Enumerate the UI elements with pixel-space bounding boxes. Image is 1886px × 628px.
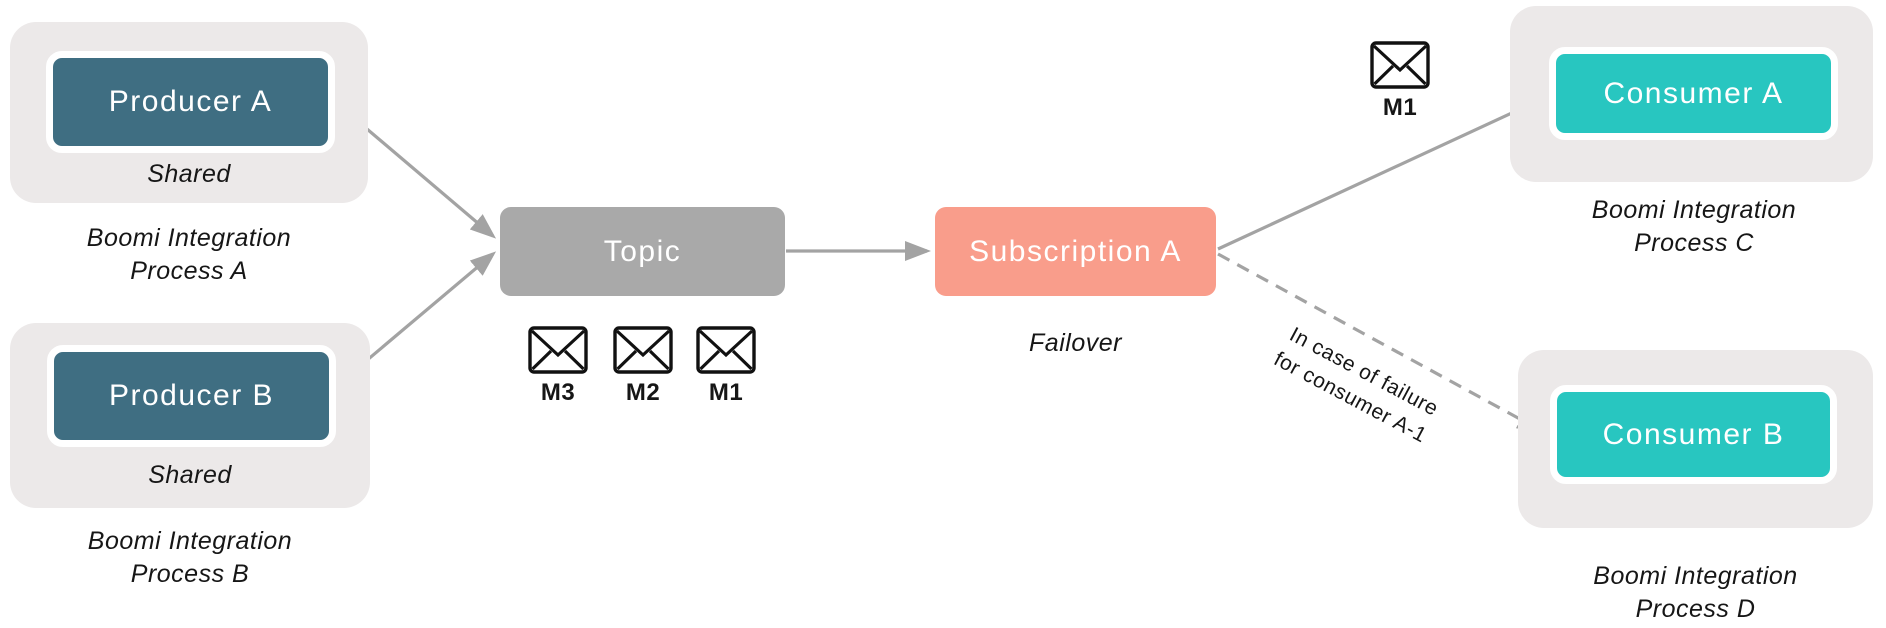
- consumer-a-label: Consumer A: [1603, 76, 1784, 110]
- message-m3-label: M3: [540, 379, 576, 406]
- producer-a-node: Producer A: [46, 51, 335, 153]
- message-m3: M3: [528, 326, 588, 407]
- message-m1-queue: M1: [696, 326, 756, 407]
- arrow-subscription-to-consumer-a: [1217, 97, 1546, 251]
- producer-b-label: Producer B: [108, 379, 275, 412]
- envelope-icon: [1370, 41, 1430, 89]
- envelope-icon: [696, 326, 756, 374]
- message-m1-delivered-label: M1: [1382, 94, 1418, 121]
- consumer-a-node: Consumer A: [1549, 47, 1838, 140]
- message-m1-queue-label: M1: [708, 379, 744, 406]
- subscription-a-node: Subscription A: [935, 207, 1216, 296]
- producer-a-caption: Boomi Integration Process A: [86, 224, 292, 285]
- subscription-a-label: Subscription A: [969, 234, 1182, 268]
- arrow-subscription-to-consumer-b-failover: [1217, 252, 1544, 432]
- consumer-a-caption: Boomi Integration Process C: [1591, 196, 1797, 257]
- failover-caption: Failover: [1029, 329, 1122, 357]
- consumer-b-node: Consumer B: [1550, 385, 1837, 484]
- topic-node: Topic: [500, 207, 785, 296]
- consumer-b-label: Consumer B: [1602, 417, 1785, 451]
- message-m1-delivered: M1: [1370, 41, 1430, 122]
- topic-label: Topic: [603, 234, 682, 268]
- producer-b-node: Producer B: [47, 345, 336, 447]
- envelope-icon: [528, 326, 588, 374]
- producer-b-caption: Boomi Integration Process B: [87, 527, 293, 588]
- message-m2: M2: [613, 326, 673, 407]
- message-m2-label: M2: [625, 379, 661, 406]
- producer-a-shared-tag: Shared: [147, 160, 231, 188]
- envelope-icon: [613, 326, 673, 374]
- consumer-b-caption: Boomi Integration Process D: [1593, 562, 1798, 623]
- producer-b-shared-tag: Shared: [148, 461, 232, 489]
- producer-a-label: Producer A: [108, 85, 273, 118]
